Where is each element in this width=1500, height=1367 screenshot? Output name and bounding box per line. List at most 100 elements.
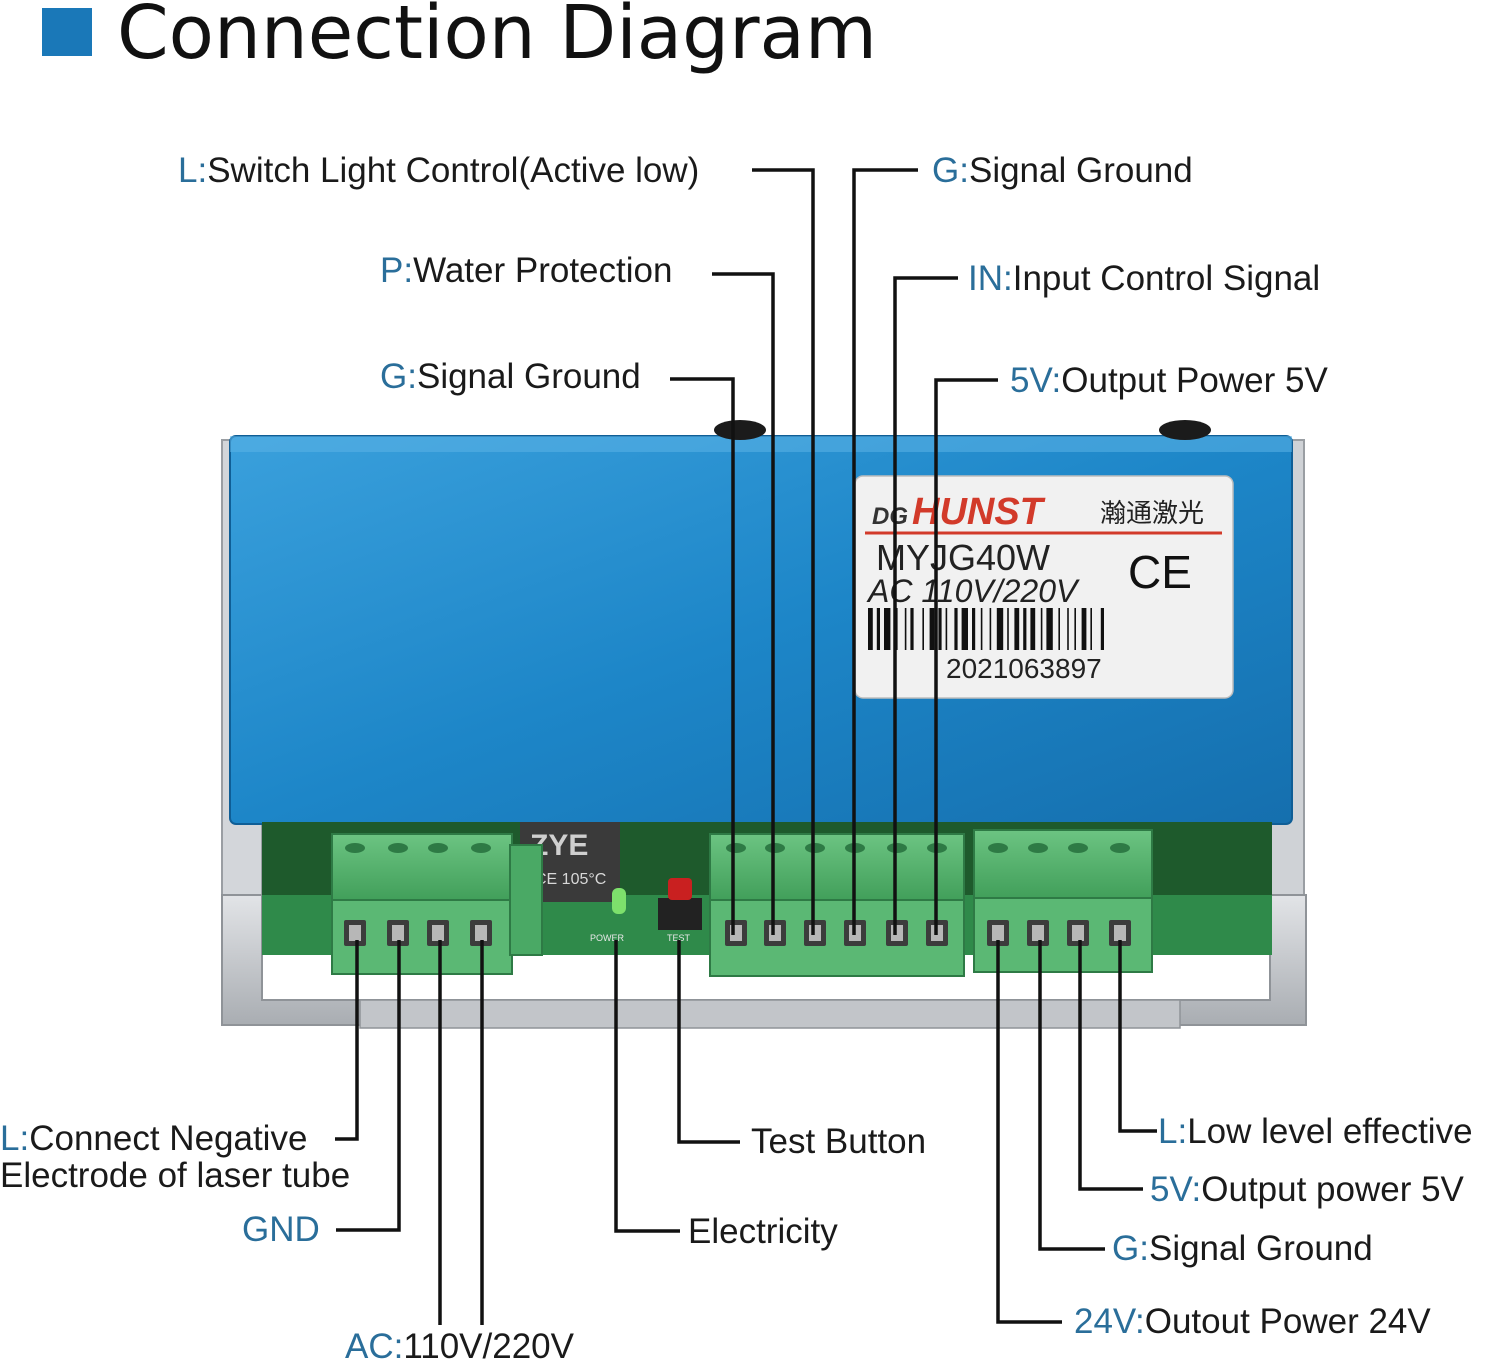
- screw-top: [765, 843, 785, 853]
- label-text: Switch Light Control(Active low): [207, 151, 700, 190]
- leader-line: [1038, 940, 1105, 1251]
- screw-top: [988, 843, 1008, 853]
- label-sep: :: [1134, 1302, 1145, 1341]
- label-electricity: Electricity: [688, 1212, 838, 1252]
- leader-line: [752, 168, 815, 935]
- label-text: Signal Ground: [1148, 1229, 1373, 1268]
- label-code: P: [380, 251, 404, 290]
- barcode-bar: [1058, 608, 1060, 650]
- terminal-contact: [1032, 925, 1044, 941]
- label-code: G: [932, 151, 960, 190]
- label-gnd: GND: [242, 1210, 320, 1250]
- leader-line: [712, 272, 775, 935]
- label-output-power-24v: 24V:Outout Power 24V: [1074, 1302, 1431, 1342]
- screw-top: [726, 843, 746, 853]
- label-water-protection: P:Water Protection: [380, 251, 672, 291]
- label-connect-negative: L:Connect Negative: [0, 1119, 307, 1159]
- barcode-bar: [1100, 608, 1104, 650]
- input-voltage: AC 110V/220V: [866, 573, 1080, 609]
- label-sep: :: [197, 151, 208, 190]
- label-low-level-effective: L:Low level effective: [1158, 1112, 1473, 1152]
- ce-mark: CE: [1128, 546, 1192, 598]
- label-sep: :: [19, 1119, 30, 1158]
- label-sep: :: [1139, 1229, 1149, 1268]
- terminal-contact: [809, 925, 821, 941]
- leader-line: [670, 377, 735, 935]
- label-sep: :: [1191, 1170, 1202, 1209]
- barcode-bar: [1067, 608, 1069, 650]
- barcode-bar: [904, 608, 907, 650]
- label-text: Output Power 5V: [1061, 361, 1328, 400]
- screw-top: [1110, 843, 1130, 853]
- terminal-block-middle: [709, 833, 965, 977]
- label-code: 5V: [1010, 361, 1052, 400]
- terminal-block-left: [331, 833, 543, 975]
- label-text: Signal Ground: [968, 151, 1193, 190]
- leader-line: [934, 378, 998, 935]
- screw-top: [887, 843, 907, 853]
- terminal-contact: [1114, 925, 1126, 941]
- terminal-contact: [392, 925, 404, 941]
- barcode-bar: [996, 608, 1004, 650]
- label-text: Electricity: [688, 1212, 838, 1251]
- terminal-contact: [992, 925, 1004, 941]
- barcode-bar: [1081, 608, 1087, 650]
- terminal-contact: [1072, 925, 1084, 941]
- label-sep: :: [1177, 1112, 1188, 1151]
- terminal-contact: [891, 925, 903, 941]
- label-output-power-5v-bottom: 5V:Output power 5V: [1150, 1170, 1464, 1210]
- leader-line: [893, 276, 958, 935]
- barcode-bar: [929, 608, 935, 650]
- barcode-bar: [945, 608, 948, 650]
- leader-line: [677, 940, 740, 1144]
- barcode-bar: [1014, 608, 1020, 650]
- label-text: Output power 5V: [1201, 1170, 1464, 1209]
- screw-top: [471, 843, 491, 853]
- label-text: Input Control Signal: [1012, 259, 1321, 298]
- label-ac-input: AC:110V/220V: [345, 1327, 574, 1367]
- label-text: 110V/220V: [403, 1327, 574, 1366]
- barcode-bar: [1023, 608, 1027, 650]
- label-output-power-5v-top: 5V:Output Power 5V: [1010, 361, 1328, 401]
- label-sep: :: [403, 251, 414, 290]
- leader-line: [335, 940, 359, 1141]
- terminal-contact: [769, 925, 781, 941]
- model-number: MYJG40W: [876, 537, 1050, 578]
- terminal-contact: [349, 925, 361, 941]
- brand-prefix: DG: [872, 503, 908, 530]
- label-sep: :: [1003, 259, 1013, 298]
- barcode-bar: [922, 608, 924, 650]
- capacitor-rating: CE 105°C: [535, 871, 606, 888]
- label-input-control-signal: IN:Input Control Signal: [968, 259, 1320, 299]
- label-switch-light-control: L:Switch Light Control(Active low): [178, 151, 699, 191]
- terminal-contact: [432, 925, 444, 941]
- label-code: L: [0, 1119, 20, 1158]
- terminal-contact: [475, 925, 487, 941]
- page-title: Connection Diagram: [117, 0, 877, 76]
- label-text: Test Button: [751, 1122, 927, 1161]
- leader-line: [336, 940, 401, 1232]
- brand-chinese: 瀚通激光: [1100, 499, 1204, 529]
- label-text: Outout Power 24V: [1144, 1302, 1431, 1341]
- label-text: Connect Negative: [29, 1119, 308, 1158]
- leader-line: [1118, 940, 1157, 1133]
- leader-lines: [335, 168, 1157, 1325]
- barcode-bar: [1030, 608, 1036, 650]
- test-mark: TEST: [667, 933, 691, 943]
- barcode-bar: [938, 608, 942, 650]
- label-code: IN: [968, 259, 1003, 298]
- barcode-bar: [1040, 608, 1043, 650]
- brand-name: HUNST: [912, 491, 1046, 533]
- leader-line: [614, 940, 680, 1233]
- leader-line: [996, 940, 1062, 1324]
- label-text: Electrode of laser tube: [0, 1156, 351, 1195]
- screw-top: [805, 843, 825, 853]
- barcode-bar: [972, 608, 976, 650]
- barcode-bar: [868, 608, 873, 650]
- title-square-icon: [42, 8, 92, 56]
- leader-line: [852, 168, 918, 935]
- screw-top: [428, 843, 448, 853]
- barcode-bar: [884, 608, 891, 650]
- barcode-bar: [954, 608, 958, 650]
- barcode: [868, 608, 1104, 650]
